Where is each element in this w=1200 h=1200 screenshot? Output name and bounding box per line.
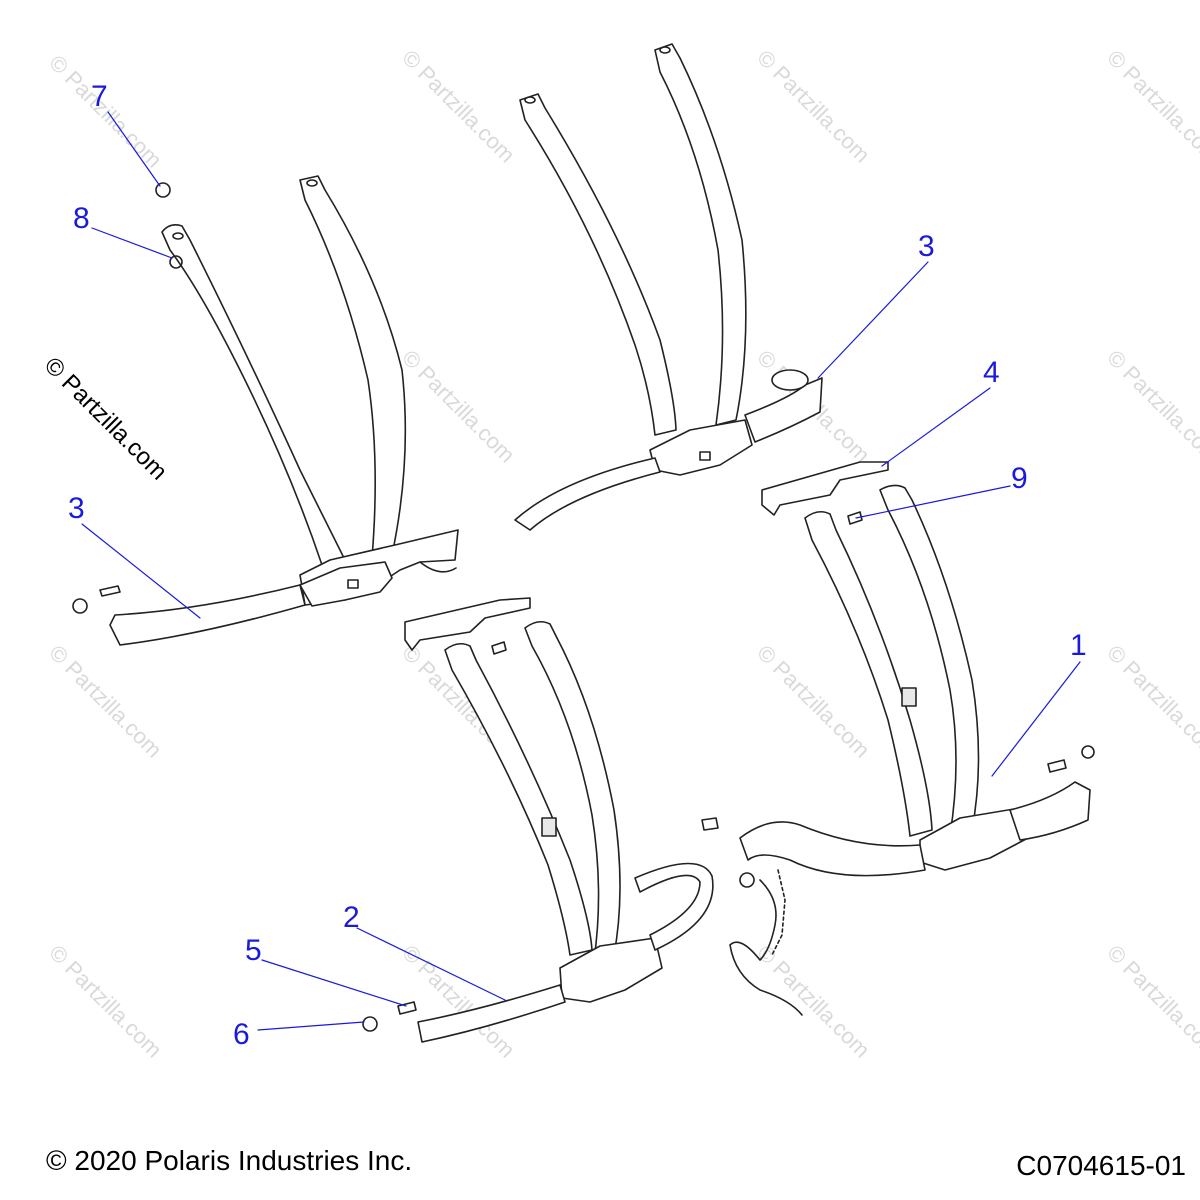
callout-5: 5 — [245, 934, 262, 967]
callout-4: 4 — [983, 356, 1000, 389]
harness-upper-center — [514, 43, 823, 531]
callout-8: 8 — [73, 202, 90, 235]
callout-9: 9 — [1011, 462, 1028, 495]
callout-6: 6 — [233, 1018, 250, 1051]
callout-2: 2 — [343, 901, 360, 934]
harness-upper-left — [72, 175, 459, 646]
callout-3: 3 — [918, 230, 935, 263]
leader-lines — [81, 111, 1081, 1031]
callout-1: 1 — [1070, 629, 1087, 662]
callout-7: 7 — [91, 80, 108, 113]
callout-3: 3 — [68, 492, 85, 525]
drawing-number: C0704615-01 — [1016, 1150, 1186, 1181]
footer-copyright: © 2020 Polaris Industries Inc. — [46, 1145, 413, 1176]
harness-bottom-center — [362, 597, 714, 1043]
harness-right — [701, 461, 1095, 1016]
